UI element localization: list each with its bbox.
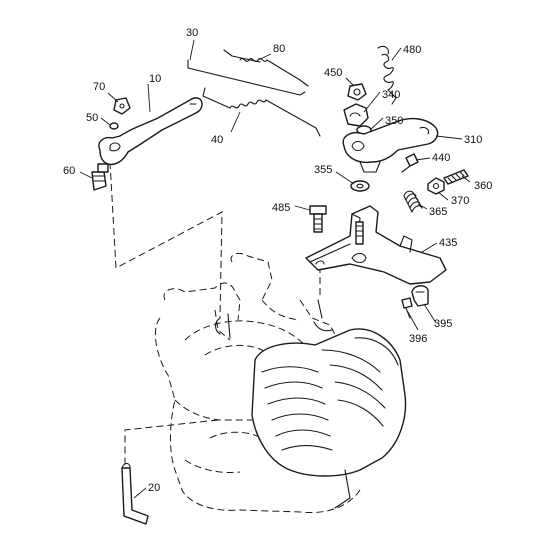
callout-440: 440 (432, 152, 450, 164)
callout-20: 20 (148, 482, 160, 494)
adjusting-nut (427, 177, 445, 195)
throttle-spring (377, 45, 397, 105)
control-nut (347, 83, 367, 101)
callout-340: 340 (382, 89, 400, 101)
leader-lines (79, 39, 471, 499)
upper-spring-rod (223, 49, 309, 87)
callout-365: 365 (429, 206, 447, 218)
callout-360: 360 (474, 180, 492, 192)
callout-480: 480 (403, 44, 421, 56)
control-lever-plate (343, 103, 369, 127)
callout-310: 310 (464, 134, 482, 146)
control-lever (342, 117, 439, 173)
l-shaped-rod (121, 462, 149, 525)
lower-spring (202, 87, 321, 137)
flat-washer (350, 180, 370, 192)
callout-355: 355 (314, 164, 332, 176)
cable-clamp (411, 285, 429, 307)
callout-40: 40 (211, 134, 223, 146)
callout-30: 30 (186, 27, 198, 39)
small-washer (109, 122, 119, 130)
callout-350: 350 (385, 115, 403, 127)
callout-50: 50 (86, 112, 98, 124)
callout-435: 435 (439, 237, 457, 249)
small-bolt (401, 153, 419, 173)
callout-labels: 30 80 10 70 50 60 40 480 450 340 350 310… (63, 27, 492, 494)
compression-spring (403, 190, 423, 213)
assembly-guide-lines (109, 161, 321, 470)
callout-396: 396 (409, 333, 427, 345)
callout-485: 485 (272, 202, 290, 214)
adjusting-screw (443, 169, 469, 185)
control-bracket (305, 205, 447, 285)
engine-crankcase (154, 252, 407, 514)
callout-80: 80 (273, 43, 285, 55)
callout-395: 395 (434, 318, 452, 330)
lever-bolt (91, 163, 109, 191)
callout-370: 370 (451, 195, 469, 207)
callout-450: 450 (324, 67, 342, 79)
callout-70: 70 (93, 81, 105, 93)
callout-10: 10 (149, 73, 161, 85)
bracket-bolt (309, 205, 327, 233)
callout-60: 60 (63, 165, 75, 177)
governor-lever (98, 97, 203, 166)
governor-rod (187, 59, 306, 96)
clamp-screw (401, 297, 413, 319)
